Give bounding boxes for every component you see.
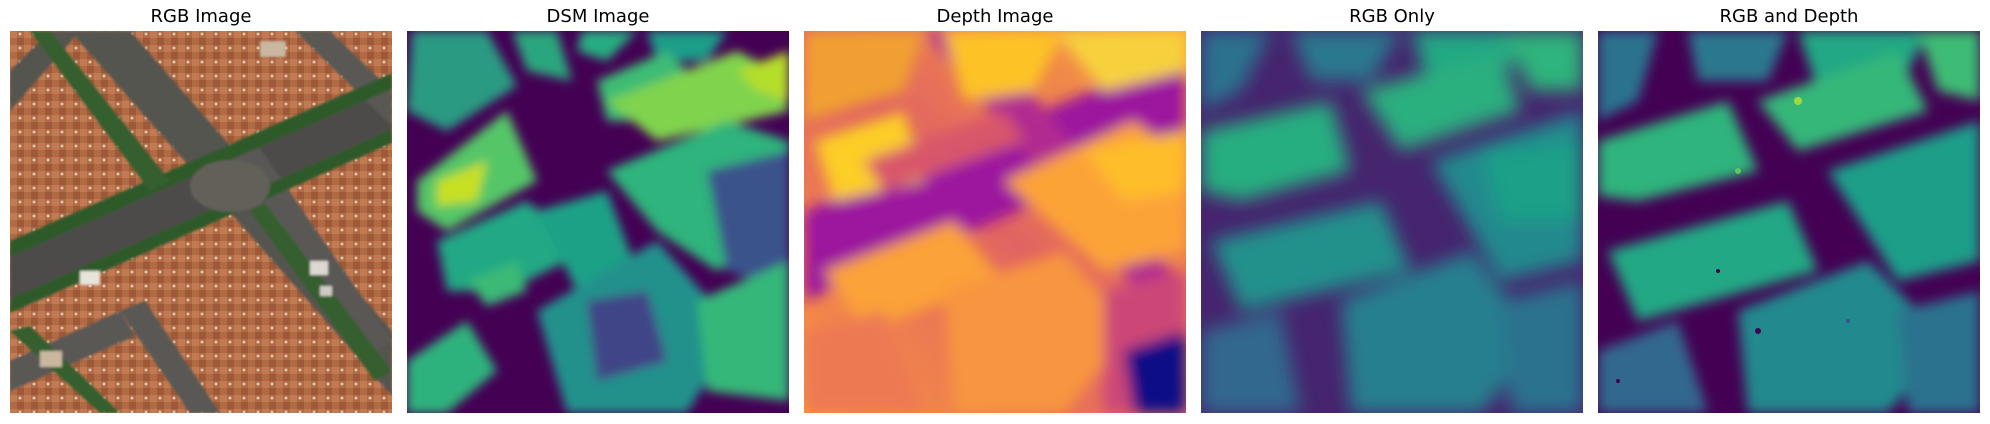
panel-dsm-image: DSM Image [407, 0, 789, 424]
panel-title: DSM Image [546, 6, 650, 27]
panel-depth-image: Depth Image [804, 0, 1186, 424]
panel-rgb-only: RGB Only [1201, 0, 1583, 424]
rgb-only-prediction-heatmap [1201, 31, 1583, 413]
rgb-aerial-image [10, 31, 392, 413]
panel-rgb-image: RGB Image [10, 0, 392, 424]
panel-title: Depth Image [936, 6, 1054, 27]
dsm-heatmap [407, 31, 789, 413]
rgb-depth-prediction-heatmap [1598, 31, 1980, 413]
panel-title: RGB Image [150, 6, 252, 27]
panel-rgb-and-depth: RGB and Depth [1598, 0, 1980, 424]
depth-heatmap [804, 31, 1186, 413]
panel-title: RGB Only [1349, 6, 1435, 27]
panel-title: RGB and Depth [1719, 6, 1859, 27]
